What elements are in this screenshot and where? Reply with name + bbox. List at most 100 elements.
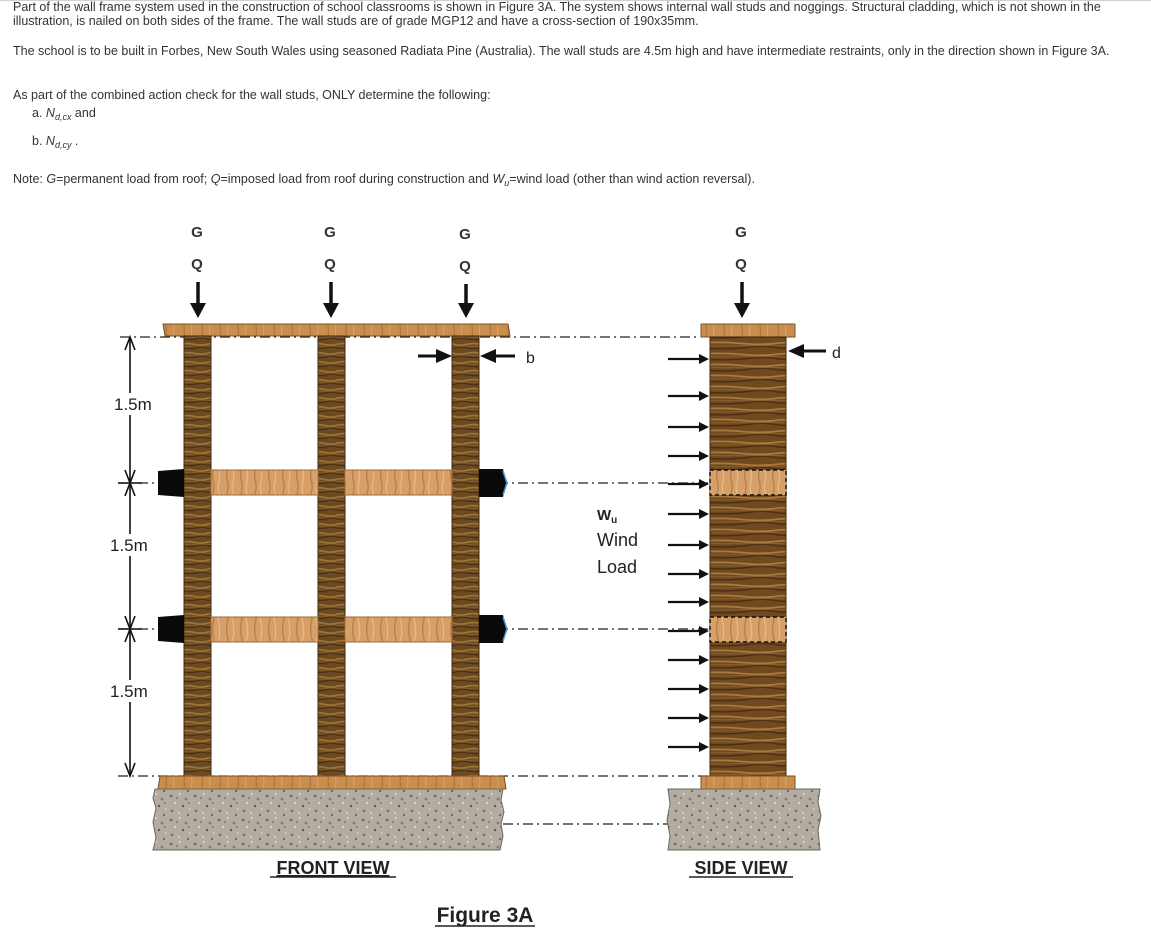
front-stud-1 bbox=[183, 335, 212, 777]
wind-arrow-head-3 bbox=[699, 422, 709, 432]
note-text-3: =wind load (other than wind action rever… bbox=[509, 172, 755, 186]
dim-label-bg-3 bbox=[108, 680, 158, 702]
restraint-blocks bbox=[158, 469, 508, 643]
restraint-edge-right-1 bbox=[502, 470, 508, 496]
restraint-d-label: d bbox=[832, 345, 841, 362]
figure-3a-diagram: G Q G Q G Q bbox=[108, 224, 841, 927]
question-paragraph-2: The school is to be built in Forbes, New… bbox=[13, 44, 1110, 58]
wind-arrow-head-13 bbox=[699, 713, 709, 723]
load-g-1: G bbox=[191, 224, 203, 241]
wind-arrow-head-14 bbox=[699, 742, 709, 752]
front-view-label: FRONT VIEW bbox=[277, 858, 390, 878]
wind-arrow-head-12 bbox=[699, 684, 709, 694]
wind-arrow-head-1 bbox=[699, 354, 709, 364]
dimension-labels: 1.5m 1.5m 1.5m bbox=[108, 393, 162, 702]
item-a-symbol: N bbox=[45, 106, 55, 120]
item-b-prefix: b. bbox=[32, 134, 46, 148]
front-stud-2 bbox=[317, 335, 346, 777]
front-loads: G Q G Q G Q bbox=[191, 224, 471, 275]
item-a-subscript: d,cx bbox=[54, 112, 72, 122]
note-q-symbol: Q bbox=[210, 172, 221, 186]
wind-symbol: Wu bbox=[597, 507, 617, 526]
note-line: Note: G=permanent load from roof; Q=impo… bbox=[13, 172, 755, 190]
restraint-block-right-2 bbox=[479, 615, 506, 643]
side-load-q: Q bbox=[735, 256, 747, 273]
question-paragraph-3: As part of the combined action check for… bbox=[13, 88, 491, 102]
front-stud-3 bbox=[451, 335, 480, 777]
item-b-subscript: d,cy bbox=[54, 140, 72, 150]
item-b: b. Nd,cy . bbox=[32, 134, 78, 152]
wind-arrow-head-8 bbox=[699, 569, 709, 579]
note-text-1: =permanent load from roof; bbox=[56, 172, 211, 186]
note-text-2: =imposed load from roof during construct… bbox=[220, 172, 493, 186]
note-w-subscript: u bbox=[504, 178, 510, 188]
front-view: G Q G Q G Q bbox=[108, 224, 710, 878]
dim-label-bg-1 bbox=[112, 393, 162, 415]
side-bottom-plate bbox=[700, 775, 796, 790]
front-top-plate bbox=[162, 323, 511, 337]
front-bottom-plate bbox=[157, 775, 507, 790]
nogging-2a bbox=[210, 616, 319, 643]
wind-label-1: Wind bbox=[597, 530, 638, 550]
item-a-prefix: a. bbox=[32, 106, 46, 120]
front-foundation bbox=[152, 788, 505, 851]
wind-arrow-head-9 bbox=[699, 597, 709, 607]
wind-symbol-subscript: u bbox=[611, 515, 617, 526]
wind-arrow-head-4 bbox=[699, 451, 709, 461]
load-q-1: Q bbox=[191, 256, 203, 273]
dim-arrow-bottom bbox=[124, 762, 136, 779]
question-paragraph-1: Part of the wall frame system used in th… bbox=[13, 0, 1101, 28]
wind-arrow-head-11 bbox=[699, 655, 709, 665]
load-g-3: G bbox=[459, 226, 471, 243]
dim-label-2: 1.5m bbox=[110, 536, 148, 555]
item-b-suffix: . bbox=[71, 134, 79, 148]
wind-arrow-head-10 bbox=[699, 626, 709, 636]
figure-caption: Figure 3A bbox=[437, 904, 534, 927]
load-arrow-head-1 bbox=[190, 303, 206, 318]
load-arrows-front bbox=[190, 282, 474, 318]
note-g-symbol: G bbox=[46, 172, 57, 186]
wind-label-2: Load bbox=[597, 557, 637, 577]
dim-label-bg-2 bbox=[108, 534, 158, 556]
page-top-rule bbox=[0, 0, 1151, 1]
restraint-b-arrow-left-head bbox=[436, 349, 452, 363]
item-a-suffix: and bbox=[71, 106, 96, 120]
restraint-d-arrow-head bbox=[788, 344, 804, 358]
side-nogging-1 bbox=[709, 469, 787, 496]
nogging-1a bbox=[210, 469, 319, 496]
restraint-block-right-1 bbox=[479, 469, 506, 497]
wind-arrows bbox=[668, 357, 700, 749]
dim-label-1: 1.5m bbox=[114, 395, 152, 414]
side-load-arrow-head bbox=[734, 303, 750, 318]
restraint-b: b bbox=[418, 349, 535, 367]
item-b-symbol: N bbox=[45, 134, 55, 148]
side-foundation bbox=[666, 788, 822, 851]
wind-arrow-head-5 bbox=[699, 479, 709, 489]
note-prefix: Note: bbox=[13, 172, 47, 186]
restraint-b-arrow-right-head bbox=[480, 349, 496, 363]
wind-load: Wu Wind Load bbox=[597, 354, 709, 752]
load-g-2: G bbox=[324, 224, 336, 241]
wind-arrow-head-7 bbox=[699, 540, 709, 550]
load-arrow-head-3 bbox=[458, 303, 474, 318]
side-load-g: G bbox=[735, 224, 747, 241]
wind-symbol-letter: W bbox=[597, 507, 612, 524]
note-w-symbol: W bbox=[492, 172, 505, 186]
wind-arrow-head-6 bbox=[699, 509, 709, 519]
side-stud bbox=[709, 336, 787, 777]
restraint-edge-right-2 bbox=[502, 616, 508, 642]
dim-arrow-top bbox=[124, 334, 136, 351]
nogging-1b bbox=[344, 469, 453, 496]
dim-label-3: 1.5m bbox=[110, 682, 148, 701]
nogging-2b bbox=[344, 616, 453, 643]
side-view-label: SIDE VIEW bbox=[694, 858, 787, 878]
wind-arrow-head-2 bbox=[699, 391, 709, 401]
load-arrow-head-2 bbox=[323, 303, 339, 318]
side-nogging-2 bbox=[709, 616, 787, 643]
item-a: a. Nd,cx and bbox=[32, 106, 96, 124]
wind-arrow-heads bbox=[699, 354, 709, 752]
load-q-2: Q bbox=[324, 256, 336, 273]
restraint-block-left-1 bbox=[158, 469, 184, 497]
restraint-block-left-2 bbox=[158, 615, 184, 643]
restraint-b-label: b bbox=[526, 350, 535, 367]
